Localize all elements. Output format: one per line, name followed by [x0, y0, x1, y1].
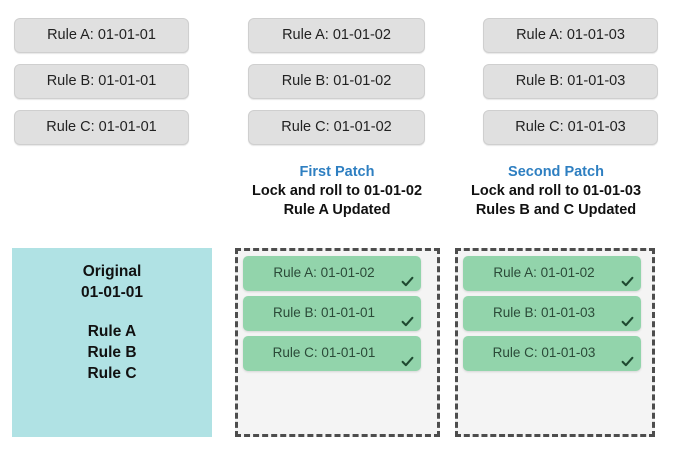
patched-rule-pill: Rule A: 01-01-02: [243, 256, 421, 291]
patched-rule-label: Rule A: 01-01-02: [273, 265, 375, 280]
check-icon: [401, 315, 414, 328]
original-title: Original: [82, 263, 142, 280]
version-pill: Rule A: 01-01-01: [14, 18, 189, 53]
check-icon: [401, 275, 414, 288]
check-icon: [401, 355, 414, 368]
patched-rule-label: Rule B: 01-01-03: [492, 305, 596, 320]
second-patch-line-2: Rules B and C Updated: [475, 202, 637, 218]
first-patch-line-1: Lock and roll to 01-01-02: [251, 183, 423, 199]
version-pill: Rule C: 01-01-01: [14, 110, 189, 145]
second-patch-line-1: Lock and roll to 01-01-03: [470, 183, 642, 199]
original-rule-c: Rule C: [87, 365, 137, 382]
version-pill: Rule B: 01-01-03: [483, 64, 658, 99]
first-patch-box: Rule A: 01-01-02 Rule B: 01-01-01 Rule C…: [235, 248, 440, 437]
version-pill: Rule A: 01-01-03: [483, 18, 658, 53]
original-spacer: [12, 303, 212, 321]
patched-rule-label: Rule B: 01-01-01: [272, 305, 376, 320]
version-pill: Rule C: 01-01-03: [483, 110, 658, 145]
patched-rule-pill: Rule A: 01-01-02: [463, 256, 641, 291]
first-patch-line-2: Rule A Updated: [283, 202, 391, 218]
original-rule-a: Rule A: [87, 323, 137, 340]
version-pill: Rule A: 01-01-02: [248, 18, 425, 53]
check-icon: [621, 315, 634, 328]
version-pill: Rule C: 01-01-02: [248, 110, 425, 145]
check-icon: [621, 275, 634, 288]
patched-rule-label: Rule C: 01-01-01: [272, 345, 376, 360]
patched-rule-pill: Rule C: 01-01-01: [243, 336, 421, 371]
original-rule-b: Rule B: [87, 344, 137, 361]
version-pill: Rule B: 01-01-01: [14, 64, 189, 99]
patched-rule-pill: Rule B: 01-01-03: [463, 296, 641, 331]
patched-rule-label: Rule A: 01-01-02: [493, 265, 595, 280]
patched-rule-pill: Rule B: 01-01-01: [243, 296, 421, 331]
version-pill: Rule B: 01-01-02: [248, 64, 425, 99]
second-patch-caption: Second Patch Lock and roll to 01-01-03 R…: [455, 163, 657, 220]
patched-rule-label: Rule C: 01-01-03: [492, 345, 596, 360]
check-icon: [621, 355, 634, 368]
first-patch-title: First Patch: [299, 164, 375, 180]
original-version: 01-01-01: [80, 284, 144, 301]
second-patch-box: Rule A: 01-01-02 Rule B: 01-01-03 Rule C…: [455, 248, 655, 437]
patched-rule-pill: Rule C: 01-01-03: [463, 336, 641, 371]
original-block: Original 01-01-01 Rule A Rule B Rule C: [12, 248, 212, 437]
second-patch-title: Second Patch: [508, 164, 604, 180]
first-patch-caption: First Patch Lock and roll to 01-01-02 Ru…: [236, 163, 438, 220]
